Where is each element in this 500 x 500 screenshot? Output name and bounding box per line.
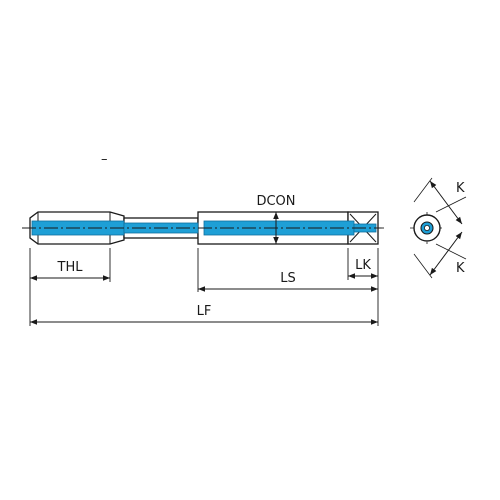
k-top-dim-line: [429, 180, 463, 225]
k-top-label: K: [456, 181, 465, 196]
lf-dimension: LF: [30, 304, 378, 325]
lk-dimension: LK: [348, 258, 378, 279]
k-ext-line-d: [413, 253, 433, 279]
ls-dimension: LS: [198, 271, 378, 292]
stray-mark: –: [101, 152, 108, 167]
thl-label: THL: [57, 260, 84, 275]
k-ext-line-a: [413, 177, 433, 203]
end-view: K K: [410, 177, 467, 279]
k-bottom-label: K: [456, 261, 465, 276]
lk-label: LK: [355, 258, 371, 273]
ls-label: LS: [280, 271, 296, 286]
lf-label: LF: [197, 304, 212, 319]
k-bottom-dim-line: [429, 231, 463, 276]
thl-dimension: THL: [30, 260, 110, 281]
dcon-label: DCON: [256, 194, 295, 209]
dcon-dimension: DCON: [256, 194, 296, 244]
end-view-bore: [423, 224, 430, 231]
